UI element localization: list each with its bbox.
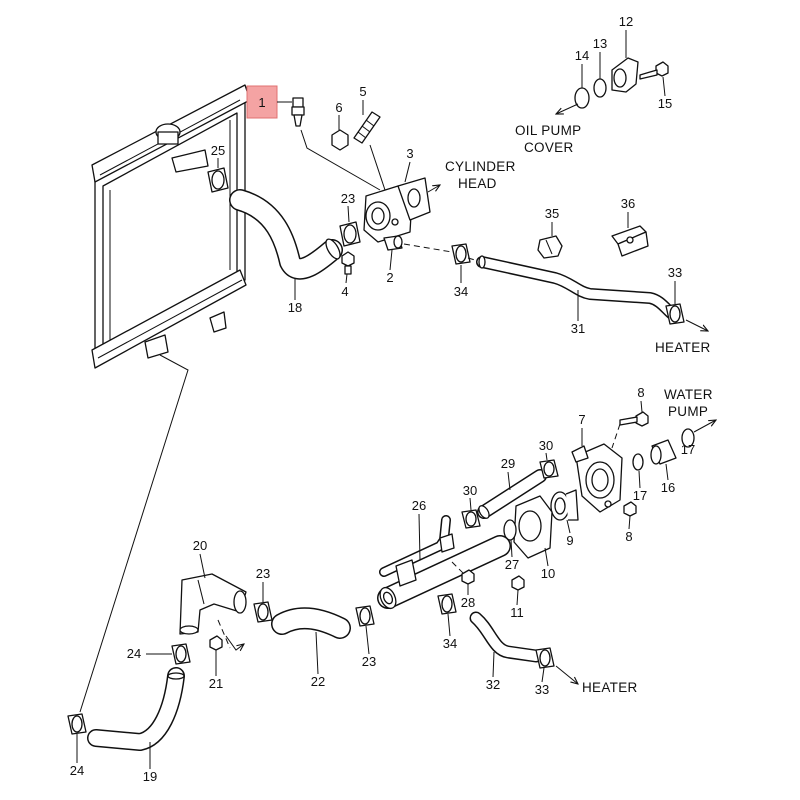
- water-pipe-elbow-part-20: [179, 573, 247, 635]
- callout-3: 3: [406, 146, 413, 161]
- callout-18: 18: [288, 300, 302, 315]
- callout-25: 25: [211, 143, 225, 158]
- callout-17-left: 17: [633, 488, 647, 503]
- callout-13: 13: [593, 36, 607, 51]
- hose-clamp-part-25: [207, 167, 229, 193]
- hose-clamp-part-23-middle: [355, 605, 375, 627]
- hose-clamp-part-33-lower: [535, 647, 555, 669]
- destination-water-pump-line2: PUMP: [668, 404, 708, 419]
- hose-clamp-part-24-upper: [171, 643, 191, 665]
- o-ring-part-17-left: [632, 453, 644, 471]
- callout-27: 27: [505, 557, 519, 572]
- pipe-sleeve-part-16: [650, 439, 677, 465]
- callout-15: 15: [658, 96, 672, 111]
- pipe-part-29: [477, 469, 547, 519]
- hose-clamp-part-30-left: [461, 509, 481, 529]
- callout-29: 29: [501, 456, 515, 471]
- highlight-box-part-1: [246, 85, 278, 119]
- bolt-part-11: [511, 575, 525, 591]
- upper-radiator-hose-part-18: [229, 189, 343, 280]
- callout-24-upper: 24: [127, 646, 141, 661]
- o-ring-part-17-right: [681, 428, 695, 448]
- hose-clamp-part-23-lower: [253, 601, 273, 623]
- temperature-sensor-part-1: [291, 97, 305, 127]
- callout-33-upper: 33: [668, 265, 682, 280]
- o-ring-part-27: [503, 519, 517, 541]
- radiator: [91, 84, 251, 369]
- callout-11: 11: [510, 605, 524, 620]
- hose-clamp-part-33-upper: [665, 303, 685, 325]
- destination-cylinder-head-line1: CYLINDER: [445, 159, 516, 174]
- lower-radiator-hose-part-19: [87, 667, 185, 751]
- callout-28: 28: [461, 595, 475, 610]
- callout-2: 2: [386, 270, 393, 285]
- hose-clamp-part-24-lower: [67, 713, 87, 735]
- fitting-part-2: [383, 235, 403, 251]
- callout-16: 16: [661, 480, 675, 495]
- callout-19: 19: [143, 769, 157, 784]
- stud-part-5: [353, 111, 381, 144]
- callout-8-upper: 8: [637, 385, 644, 400]
- callout-5: 5: [359, 84, 366, 99]
- callout-24-lower: 24: [70, 763, 84, 778]
- callout-26: 26: [412, 498, 426, 513]
- callout-32: 32: [486, 677, 500, 692]
- callout-9: 9: [566, 533, 573, 548]
- callout-23-upper: 23: [341, 191, 355, 206]
- bolt-part-8-upper: [619, 411, 649, 427]
- destination-cylinder-head-line2: HEAD: [458, 176, 497, 191]
- bracket-part-35: [537, 235, 563, 259]
- callout-23-middle: 23: [362, 654, 376, 669]
- callout-23-lower: 23: [256, 566, 270, 581]
- hose-clamp-part-34-lower: [437, 593, 457, 615]
- callout-7: 7: [578, 412, 585, 427]
- callout-33-lower: 33: [535, 682, 549, 697]
- callout-14: 14: [575, 48, 589, 63]
- nut-part-6: [331, 129, 349, 151]
- destination-heater-top: HEATER: [655, 340, 711, 355]
- water-outlet-housing-part-3: [363, 177, 431, 243]
- bolt-part-28: [451, 561, 475, 585]
- heater-pipe-part-31: [476, 255, 678, 320]
- lower-hose-part-22: [271, 607, 351, 639]
- bolt-part-8-lower: [623, 501, 637, 517]
- destination-oil-pump-cover-line1: OIL PUMP: [515, 123, 581, 138]
- oil-pump-cover-group: [574, 57, 669, 109]
- heater-hose-part-32: [469, 611, 543, 663]
- callout-6: 6: [335, 100, 342, 115]
- thermostat-part-9: [550, 489, 579, 521]
- destination-oil-pump-cover-line2: COVER: [524, 140, 574, 155]
- callout-21: 21: [209, 676, 223, 691]
- callout-12: 12: [619, 14, 633, 29]
- callout-17-right: 17: [681, 442, 695, 457]
- destination-heater-bottom: HEATER: [582, 680, 638, 695]
- water-pipe-assembly-part-26: [377, 515, 511, 610]
- callout-31: 31: [571, 321, 585, 336]
- callout-1: 1: [258, 95, 265, 110]
- hose-clamp-part-34-upper: [451, 243, 471, 265]
- hose-clamp-part-23-upper: [339, 221, 361, 247]
- callout-20: 20: [193, 538, 207, 553]
- callout-30-left: 30: [463, 483, 477, 498]
- callout-36: 36: [621, 196, 635, 211]
- radiator-lower-leader: [79, 354, 189, 713]
- thermostat-housing-part-10: [513, 495, 553, 559]
- water-inlet-part-7: [571, 443, 623, 513]
- bolt-part-21: [209, 619, 244, 650]
- callout-34-lower: 34: [443, 636, 457, 651]
- callout-35: 35: [545, 206, 559, 221]
- destination-water-pump-line1: WATER: [664, 387, 713, 402]
- callout-4: 4: [341, 284, 348, 299]
- bracket-part-36: [611, 225, 649, 257]
- callout-22: 22: [311, 674, 325, 689]
- callout-8-lower: 8: [625, 529, 632, 544]
- callout-10: 10: [541, 566, 555, 581]
- callout-34-upper: 34: [454, 284, 468, 299]
- hose-clamp-part-30-right: [539, 459, 559, 479]
- callout-30-right: 30: [539, 438, 553, 453]
- bolt-part-4: [341, 251, 355, 275]
